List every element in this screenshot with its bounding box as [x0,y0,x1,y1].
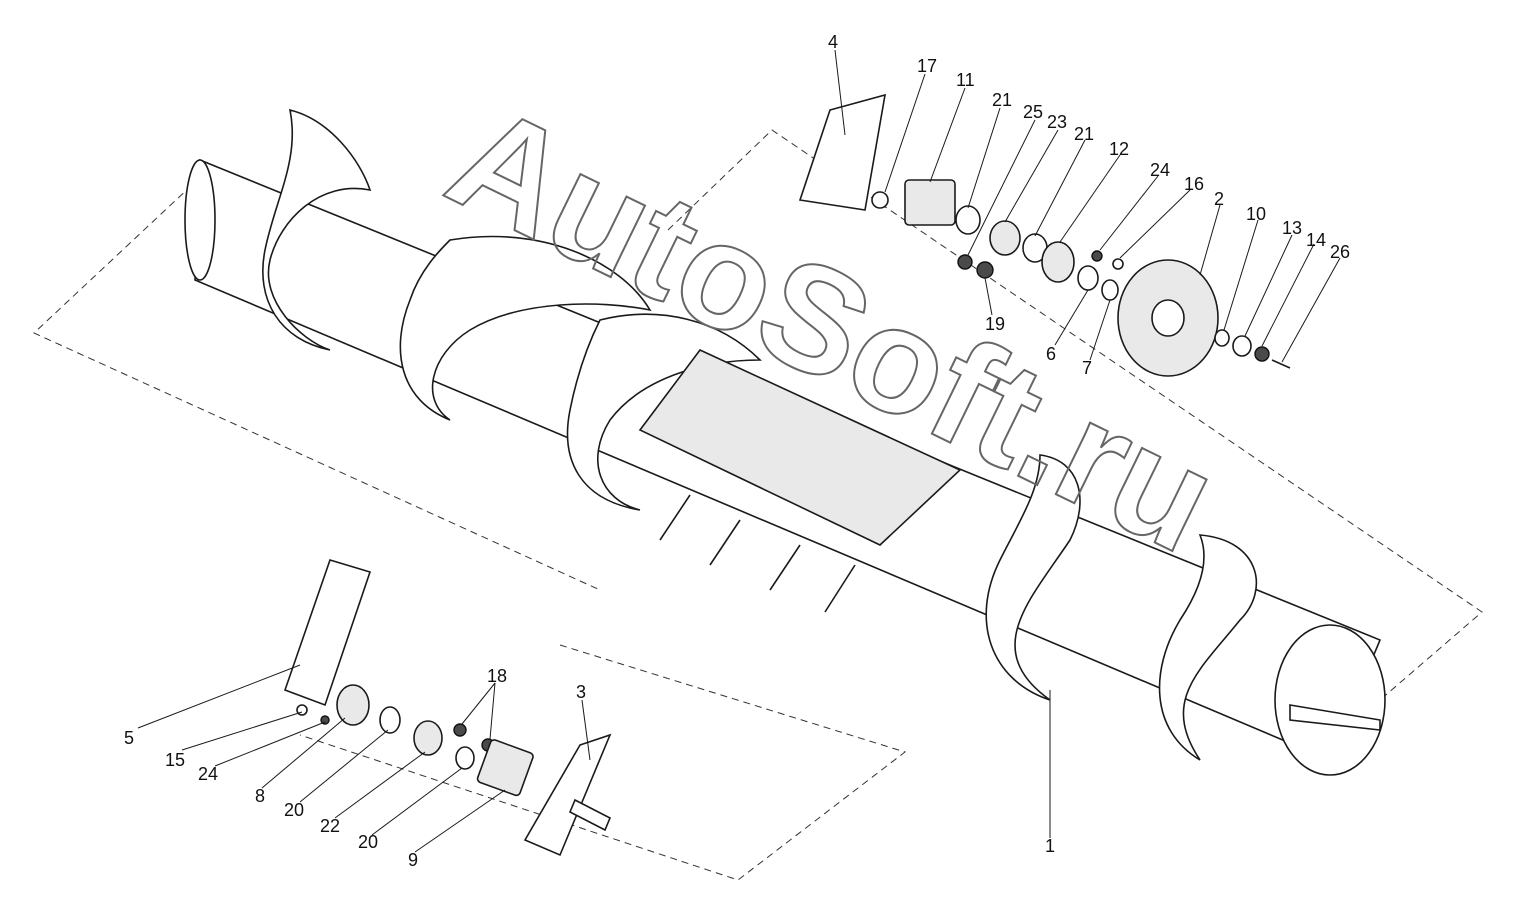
flange-12 [1041,241,1075,283]
callout-2: 2 [1214,189,1224,209]
bearing-23 [989,220,1021,256]
callout-17: 17 [917,56,937,76]
nut-18-a [453,723,467,737]
finger-pins [659,494,856,613]
washer-10 [1214,329,1230,347]
callout-23: 23 [1047,112,1067,132]
callout-18: 18 [487,666,507,686]
callout-16: 16 [1184,174,1204,194]
callout-13: 13 [1282,218,1302,238]
callout-4: 4 [828,32,838,52]
callout-9: 9 [408,850,418,870]
flange-8 [336,684,370,726]
bearing-housing-9 [476,739,534,797]
callout-3: 3 [576,682,586,702]
mounting-plate-4 [798,93,887,211]
callout-7: 7 [1082,358,1092,378]
pin-26 [1271,359,1291,369]
callout-6: 6 [1046,344,1056,364]
callout-20-b: 20 [358,832,378,852]
ring-7 [1101,279,1119,301]
drive-side-components [798,93,1291,377]
callout-19: 19 [985,314,1005,334]
washer-20-upper [379,706,401,734]
leader-lines [137,49,1341,853]
bolt-16 [1112,258,1124,270]
bracket-5 [283,559,372,707]
washer-20-lower [455,746,475,770]
bushing-6 [1077,265,1099,291]
idle-side-components [283,559,612,857]
callout-11: 11 [956,70,975,90]
nut-24-lower [320,715,330,725]
callout-5: 5 [124,728,134,748]
callout-8: 8 [255,786,265,806]
callout-14: 14 [1306,230,1326,250]
washer-21-upper [955,205,981,235]
callout-10: 10 [1246,204,1266,224]
bearing-22 [413,720,443,756]
callout-25: 25 [1023,102,1043,122]
callout-20-a: 20 [284,800,304,820]
callout-21-a: 21 [992,90,1012,110]
callout-labels: 4 17 11 21 25 23 21 12 24 16 2 10 13 14 … [124,32,1350,870]
bolt-17 [871,191,889,209]
bearing-housing-11 [904,179,956,226]
nut-14 [1254,346,1270,362]
mounting-plate-3 [523,733,612,857]
nut-19 [976,261,994,279]
assembly-axis-lines [33,129,1483,881]
callout-24-a: 24 [1150,160,1170,180]
callout-26: 26 [1330,242,1350,262]
nut-25 [957,254,973,270]
callout-21-b: 21 [1074,124,1094,144]
callout-24-b: 24 [198,764,218,784]
callout-12: 12 [1109,139,1129,159]
auger-assembly [184,108,1386,776]
callout-22: 22 [320,816,340,836]
nut-24 [1091,250,1103,262]
callout-1: 1 [1045,836,1055,856]
washer-13 [1232,335,1252,357]
callout-15: 15 [165,750,185,770]
